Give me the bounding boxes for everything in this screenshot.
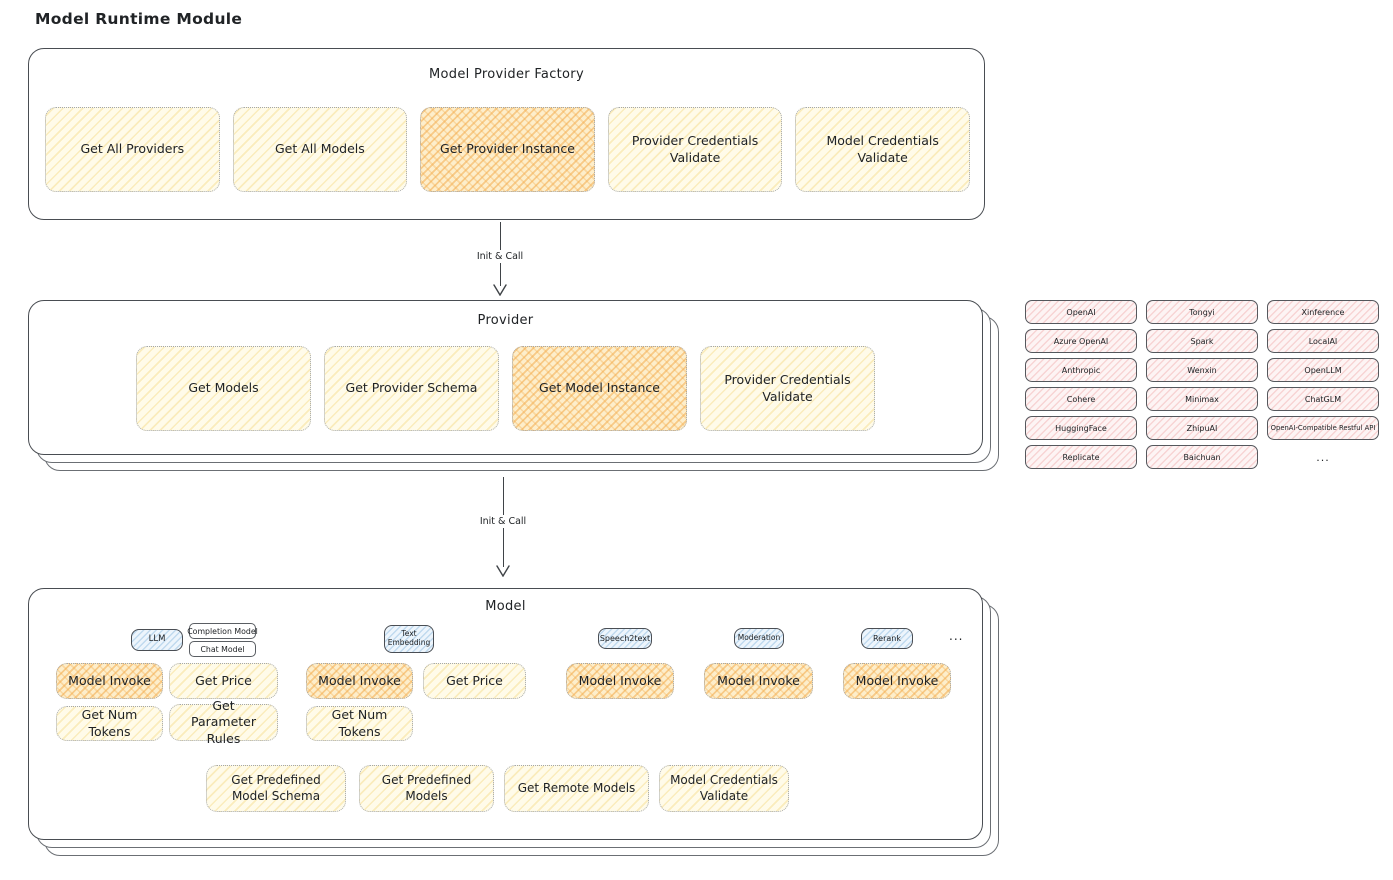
node-label: Model Invoke bbox=[318, 672, 401, 688]
node-text-embedding-model-invoke[interactable]: Model Invoke bbox=[306, 663, 413, 699]
node-label: Get Provider Schema bbox=[345, 380, 478, 396]
node-label: Get Predefined Models bbox=[381, 772, 472, 803]
tag-completion-model[interactable]: Completion Model bbox=[187, 623, 258, 639]
provider-list-grid: OpenAI Tongyi Xinference Azure OpenAI Sp… bbox=[1025, 300, 1379, 469]
node-label: Get Num Tokens bbox=[81, 707, 138, 739]
model-types-ellipsis: ... bbox=[949, 629, 964, 643]
node-text-embedding-get-price[interactable]: Get Price bbox=[423, 663, 526, 699]
tag-llm[interactable]: LLM bbox=[131, 629, 183, 651]
chip-azure-openai[interactable]: Azure OpenAI bbox=[1025, 329, 1137, 353]
node-model-credentials-validate-2[interactable]: Model Credentials Validate bbox=[659, 765, 789, 812]
node-get-model-instance[interactable]: Get Model Instance bbox=[512, 346, 687, 431]
chip-huggingface[interactable]: HuggingFace bbox=[1025, 416, 1137, 440]
tag-speech2text[interactable]: Speech2text bbox=[598, 628, 652, 649]
node-get-provider-schema[interactable]: Get Provider Schema bbox=[324, 346, 499, 431]
chip-minimax[interactable]: Minimax bbox=[1146, 387, 1258, 411]
node-llm-get-price[interactable]: Get Price bbox=[169, 663, 278, 699]
node-label: Provider Credentials Validate bbox=[724, 372, 851, 404]
arrow-label: Init & Call bbox=[474, 515, 532, 528]
node-get-remote-models[interactable]: Get Remote Models bbox=[504, 765, 649, 812]
provider-button-row: Get Models Get Provider Schema Get Model… bbox=[29, 346, 982, 431]
chip-cohere[interactable]: Cohere bbox=[1025, 387, 1137, 411]
node-label: Model Invoke bbox=[717, 672, 800, 688]
node-provider-credentials-validate-2[interactable]: Provider Credentials Validate bbox=[700, 346, 875, 431]
node-label: Get Provider Instance bbox=[440, 141, 575, 157]
node-speech2text-model-invoke[interactable]: Model Invoke bbox=[566, 663, 674, 699]
provider-list-ellipsis: ... bbox=[1316, 450, 1330, 464]
node-llm-get-num-tokens[interactable]: Get Num Tokens bbox=[56, 706, 163, 741]
node-label: Model Invoke bbox=[578, 672, 662, 688]
factory-button-row: Get All Providers Get All Models Get Pro… bbox=[45, 107, 970, 192]
chip-tongyi[interactable]: Tongyi bbox=[1146, 300, 1258, 324]
model-panel-title: Model bbox=[485, 599, 526, 614]
node-label: Get All Providers bbox=[80, 141, 185, 157]
node-model-credentials-validate[interactable]: Model Credentials Validate bbox=[795, 107, 970, 192]
node-label: Get Predefined Model Schema bbox=[231, 772, 321, 803]
chip-replicate[interactable]: Replicate bbox=[1025, 445, 1137, 469]
chip-chatglm[interactable]: ChatGLM bbox=[1267, 387, 1379, 411]
node-label: Get Price bbox=[446, 672, 503, 688]
node-llm-get-parameter-rules[interactable]: Get Parameter Rules bbox=[169, 698, 278, 746]
node-label: Get Parameter Rules bbox=[190, 698, 257, 746]
node-moderation-model-invoke[interactable]: Model Invoke bbox=[704, 663, 813, 699]
node-label: Model Credentials Validate bbox=[670, 772, 778, 803]
node-label: Model Invoke bbox=[855, 672, 939, 688]
chip-zhipuai[interactable]: ZhipuAI bbox=[1146, 416, 1258, 440]
node-get-predefined-model-schema[interactable]: Get Predefined Model Schema bbox=[206, 765, 346, 812]
node-llm-model-invoke[interactable]: Model Invoke bbox=[56, 663, 163, 699]
chip-anthropic[interactable]: Anthropic bbox=[1025, 358, 1137, 382]
chip-spark[interactable]: Spark bbox=[1146, 329, 1258, 353]
node-label: Model Invoke bbox=[68, 672, 151, 688]
node-get-predefined-models[interactable]: Get Predefined Models bbox=[359, 765, 494, 812]
node-label: Get Num Tokens bbox=[331, 707, 388, 739]
arrow-factory-to-provider: Init & Call bbox=[466, 222, 534, 296]
node-label: Get Models bbox=[188, 380, 259, 396]
page-title: Model Runtime Module bbox=[35, 10, 243, 28]
tag-rerank[interactable]: Rerank bbox=[861, 628, 913, 649]
node-get-all-models[interactable]: Get All Models bbox=[232, 107, 408, 192]
node-text-embedding-get-num-tokens[interactable]: Get Num Tokens bbox=[306, 706, 413, 741]
node-label: Get All Models bbox=[275, 141, 365, 157]
arrow-label: Init & Call bbox=[471, 250, 529, 264]
arrowhead-down-icon bbox=[493, 284, 507, 296]
node-label: Get Model Instance bbox=[539, 380, 660, 396]
node-label: Get Remote Models bbox=[517, 780, 636, 795]
node-get-provider-instance[interactable]: Get Provider Instance bbox=[420, 107, 595, 192]
node-provider-credentials-validate[interactable]: Provider Credentials Validate bbox=[607, 107, 783, 192]
node-label: Get Price bbox=[195, 672, 252, 688]
chip-openai-compatible-restful-api[interactable]: OpenAI-Compatible Restful API bbox=[1267, 416, 1379, 440]
tag-moderation[interactable]: Moderation bbox=[734, 628, 784, 649]
tag-text-embedding[interactable]: Text Embedding bbox=[384, 625, 434, 653]
tag-chat-model[interactable]: Chat Model bbox=[189, 641, 256, 657]
node-get-models[interactable]: Get Models bbox=[136, 346, 311, 431]
chip-openllm[interactable]: OpenLLM bbox=[1267, 358, 1379, 382]
arrow-provider-to-model: Init & Call bbox=[469, 477, 537, 577]
factory-panel-title: Model Provider Factory bbox=[429, 67, 584, 82]
provider-panel[interactable]: Provider Get Models Get Provider Schema … bbox=[28, 300, 983, 455]
model-panel[interactable]: Model LLM Completion Model Chat Model Te… bbox=[28, 588, 983, 840]
chip-xinference[interactable]: Xinference bbox=[1267, 300, 1379, 324]
arrowhead-down-icon bbox=[496, 565, 510, 577]
chip-wenxin[interactable]: Wenxin bbox=[1146, 358, 1258, 382]
chip-openai[interactable]: OpenAI bbox=[1025, 300, 1137, 324]
node-label: Model Credentials Validate bbox=[826, 133, 939, 165]
node-label: Provider Credentials Validate bbox=[631, 133, 759, 165]
factory-panel[interactable]: Model Provider Factory Get All Providers… bbox=[28, 48, 985, 220]
node-rerank-model-invoke[interactable]: Model Invoke bbox=[843, 663, 951, 699]
chip-baichuan[interactable]: Baichuan bbox=[1146, 445, 1258, 469]
chip-localai[interactable]: LocalAI bbox=[1267, 329, 1379, 353]
provider-panel-title: Provider bbox=[477, 313, 534, 328]
node-get-all-providers[interactable]: Get All Providers bbox=[45, 107, 220, 192]
